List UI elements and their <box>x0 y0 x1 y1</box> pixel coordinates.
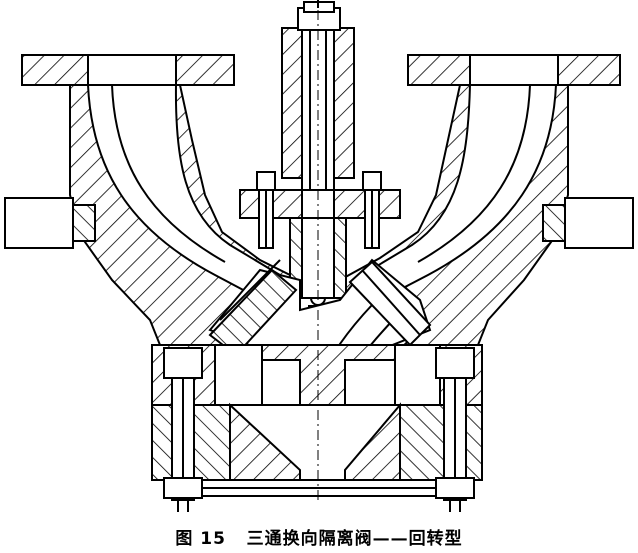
left-tie-bolt <box>163 347 203 512</box>
right-gland-bolt <box>362 171 382 249</box>
lower-body <box>151 344 483 497</box>
figure-caption: 图 15 三通换向隔离阀——回转型 <box>0 520 638 553</box>
right-tie-bolt <box>435 347 475 512</box>
caption-title: 三通换向隔离阀——回转型 <box>246 529 463 549</box>
left-gland-bolt <box>256 171 276 249</box>
left-flange <box>21 54 235 86</box>
valve-drawing <box>4 0 634 512</box>
right-flange <box>407 54 621 86</box>
caption-number: 图 15 <box>175 529 226 549</box>
left-boss <box>4 197 96 249</box>
right-boss <box>542 197 634 249</box>
